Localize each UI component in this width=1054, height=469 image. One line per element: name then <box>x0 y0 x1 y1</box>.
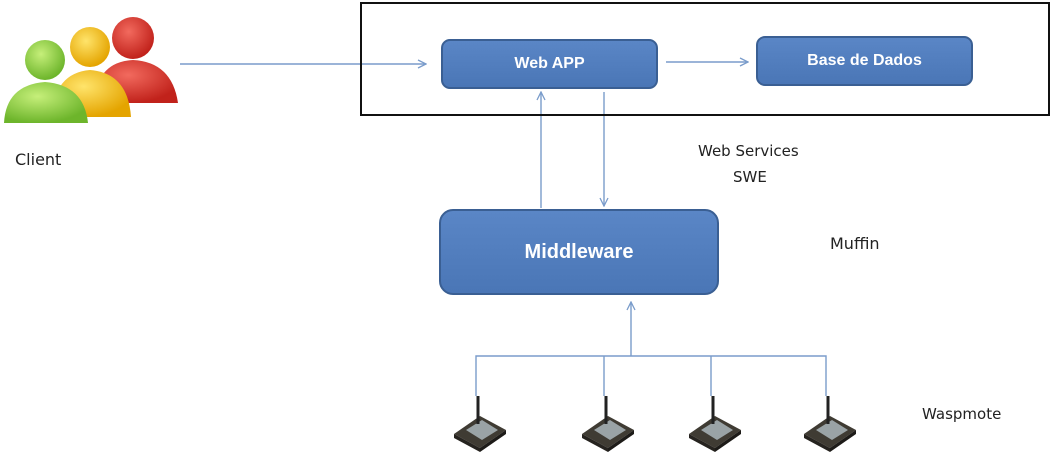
database-node: Base de Dados <box>756 36 973 86</box>
muffin-label: Muffin <box>830 234 880 253</box>
web-app-label: Web APP <box>514 55 585 72</box>
sensor-bus-line <box>475 355 827 396</box>
waspmote-label: Waspmote <box>922 405 1002 423</box>
waspmote-device-icon <box>689 396 741 452</box>
waspmote-device-icon <box>582 396 634 452</box>
web-app-node: Web APP <box>441 39 658 89</box>
connector-arrows <box>180 62 827 396</box>
waspmote-device-icon <box>454 396 506 452</box>
database-label: Base de Dados <box>807 52 922 69</box>
client-users-icon <box>4 17 178 123</box>
swe-label: SWE <box>733 168 767 186</box>
waspmote-device-icon <box>804 396 856 452</box>
server-boundary-frame <box>360 2 1050 116</box>
middleware-node: Middleware <box>439 209 719 295</box>
web-services-label: Web Services <box>698 142 799 160</box>
client-label: Client <box>15 150 62 169</box>
middleware-label: Middleware <box>524 240 634 263</box>
